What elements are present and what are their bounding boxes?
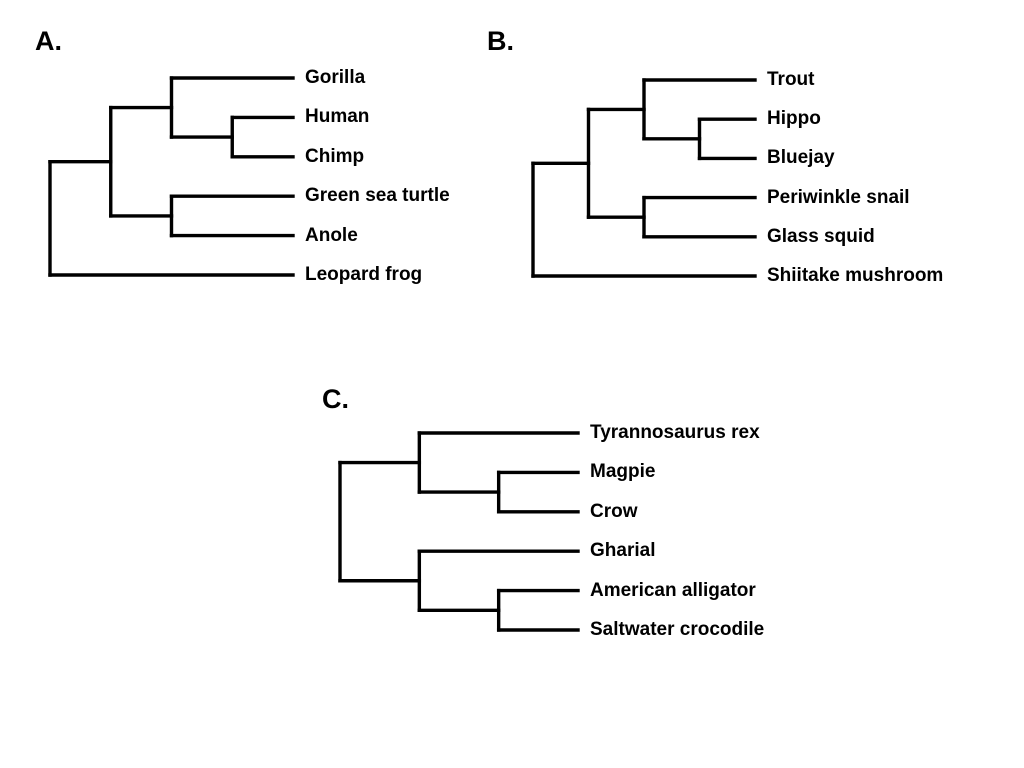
taxon-label-crow: Crow	[590, 500, 638, 522]
taxon-label-leopard-frog: Leopard frog	[305, 264, 423, 285]
taxon-label-tyrannosaurus-rex: Tyrannosaurus rex	[590, 422, 760, 443]
taxon-label-hippo: Hippo	[767, 108, 821, 130]
taxon-label-chimp: Chimp	[305, 145, 365, 167]
taxon-label-bluejay: Bluejay	[767, 147, 835, 169]
panel-label-a: A.	[35, 26, 62, 56]
taxon-label-shiitake-mushroom: Shiitake mushroom	[767, 265, 944, 286]
taxon-label-saltwater-crocodile: Saltwater crocodile	[590, 619, 765, 640]
taxon-label-periwinkle-snail: Periwinkle snail	[767, 186, 910, 208]
taxon-label-glass-squid: Glass squid	[767, 225, 875, 247]
taxon-label-trout: Trout	[767, 69, 815, 90]
panel-label-c: C.	[322, 384, 349, 414]
taxon-label-magpie: Magpie	[590, 461, 656, 483]
taxon-label-gharial: Gharial	[590, 540, 656, 562]
taxon-label-green-sea-turtle: Green sea turtle	[305, 185, 450, 207]
taxon-label-human: Human	[305, 106, 370, 128]
taxon-label-gorilla: Gorilla	[305, 67, 366, 88]
taxon-label-anole: Anole	[305, 224, 358, 246]
panel-label-b: B.	[487, 26, 514, 56]
taxon-label-american-alligator: American alligator	[590, 579, 756, 601]
